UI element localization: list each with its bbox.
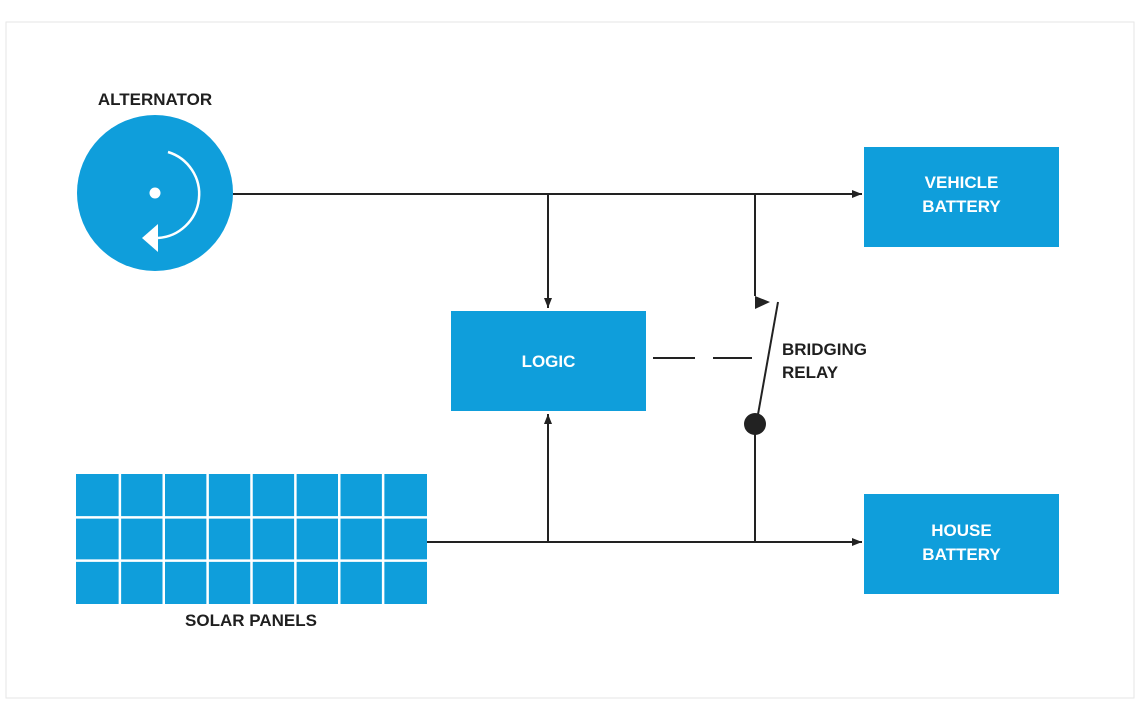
house-battery-label-line2: BATTERY: [922, 545, 1001, 564]
vehicle-battery-label-line2: BATTERY: [922, 197, 1001, 216]
logic-label: LOGIC: [522, 352, 576, 371]
vehicle-battery-label-line1: VEHICLE: [925, 173, 999, 192]
house-battery-box: [864, 494, 1059, 594]
relay-label-line1: BRIDGING: [782, 340, 867, 359]
solar-panel-grid-icon: [76, 474, 427, 604]
switch-contact-icon: [744, 296, 779, 435]
alternator-icon: [77, 115, 233, 271]
relay-label-line2: RELAY: [782, 363, 839, 382]
logic-box: [451, 311, 646, 411]
solar-panels-label: SOLAR PANELS: [185, 611, 317, 630]
vehicle-battery-box: [864, 147, 1059, 247]
wiring: [233, 190, 862, 546]
alternator-label: ALTERNATOR: [98, 90, 212, 109]
house-battery-label-line1: HOUSE: [931, 521, 991, 540]
